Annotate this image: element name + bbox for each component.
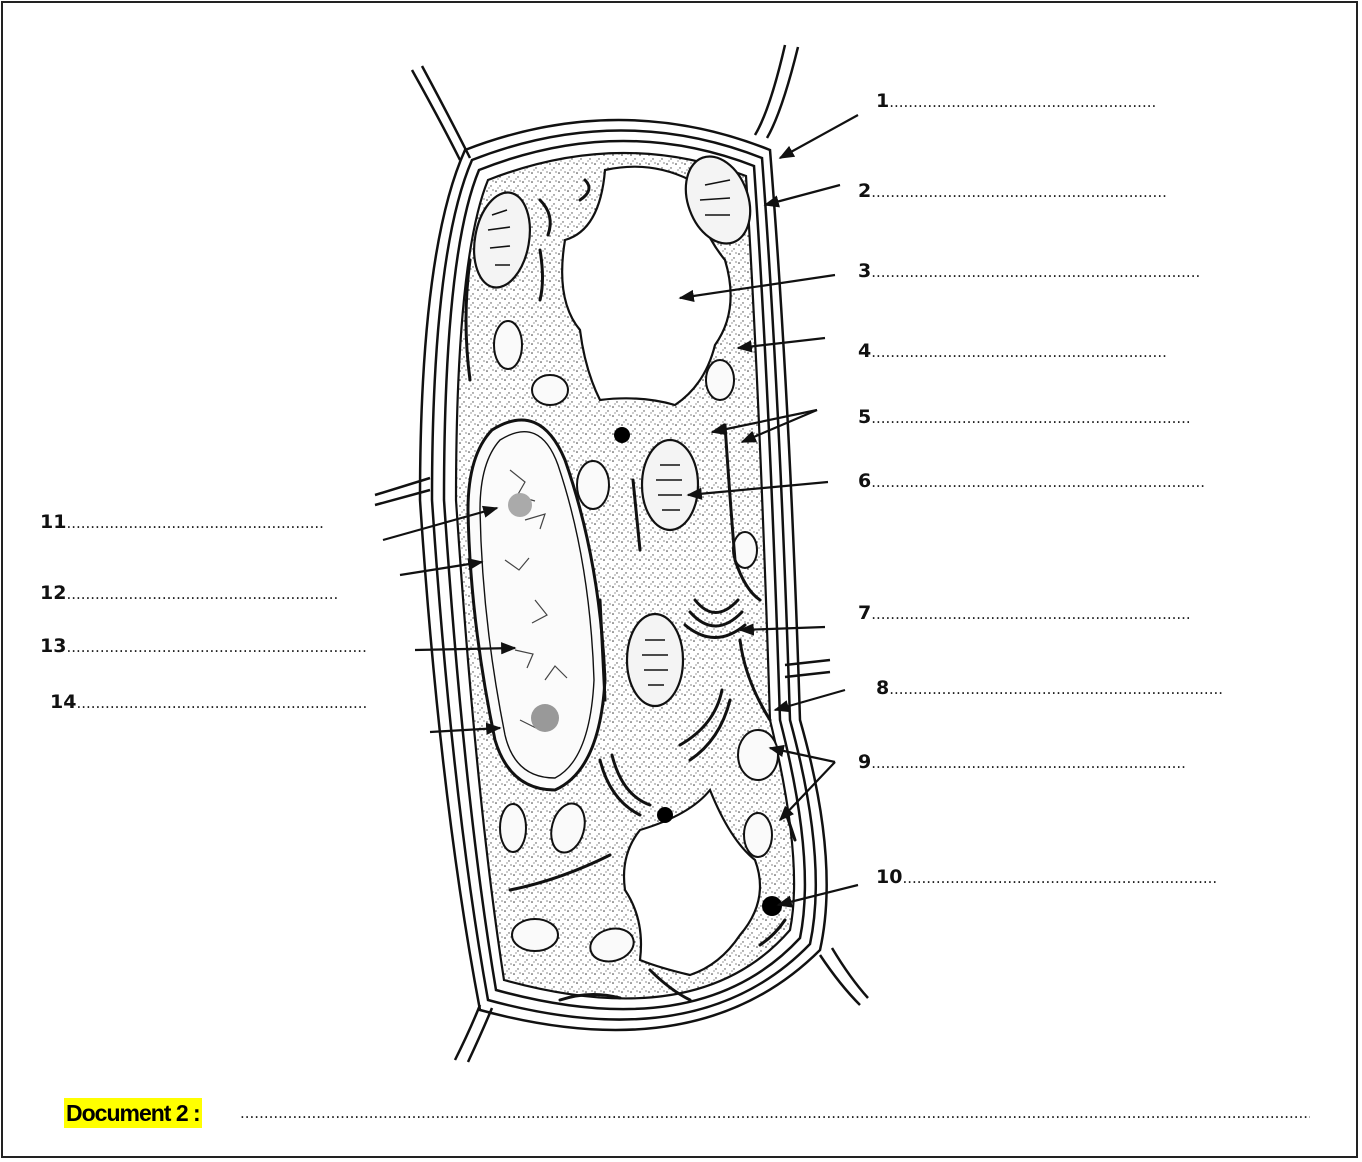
- label-1: 1.......................................…: [876, 90, 1156, 113]
- label-11: 11......................................…: [40, 511, 324, 534]
- nucleolus: [531, 704, 559, 732]
- label-10: 10......................................…: [876, 866, 1217, 889]
- label-8: 8.......................................…: [876, 677, 1223, 700]
- document-answer-line: ........................................…: [240, 1104, 1310, 1122]
- label-13: 13......................................…: [40, 635, 367, 658]
- label-3: 3.......................................…: [858, 260, 1200, 283]
- label-2: 2.......................................…: [858, 180, 1167, 203]
- label-9: 9.......................................…: [858, 751, 1186, 774]
- label-14: 14......................................…: [50, 691, 367, 714]
- label-12: 12......................................…: [40, 582, 338, 605]
- label-4: 4.......................................…: [858, 340, 1167, 363]
- document-title: Document 2 :: [64, 1098, 202, 1128]
- label-6: 6.......................................…: [858, 470, 1205, 493]
- nucleolus: [508, 493, 532, 517]
- label-5: 5.......................................…: [858, 406, 1191, 429]
- label-7: 7.......................................…: [858, 602, 1191, 625]
